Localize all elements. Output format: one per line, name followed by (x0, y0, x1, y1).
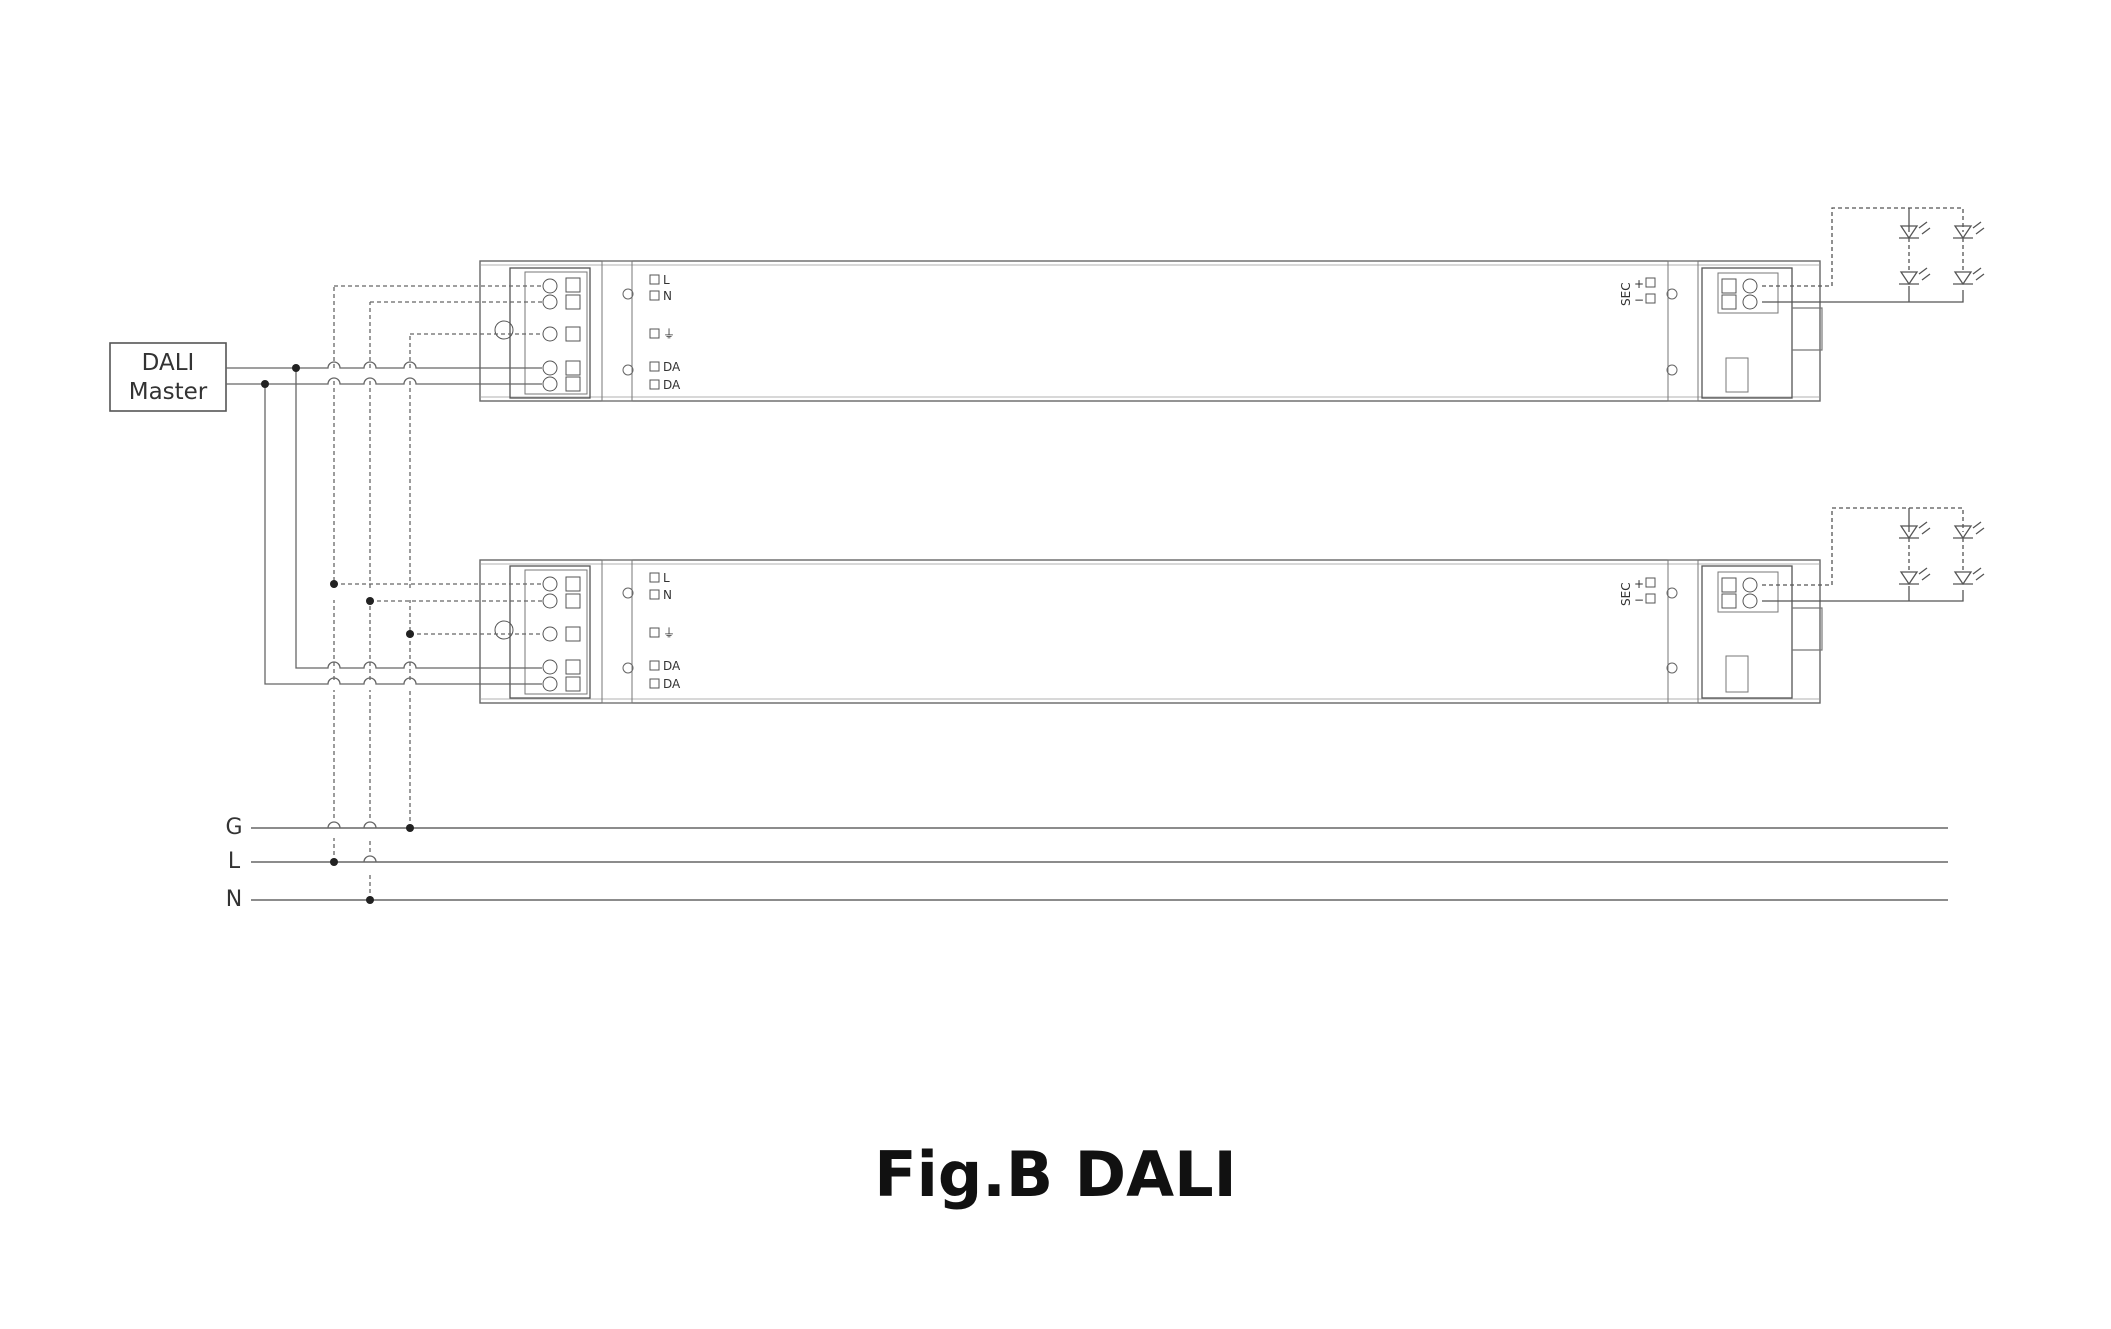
terminal-label-ground: ⏚ (663, 626, 675, 640)
input-terminal-block (494, 565, 591, 699)
output-label-plus: + (1634, 577, 1644, 591)
terminal-label-ground: ⏚ (663, 327, 675, 341)
sec-label: SEC (1619, 582, 1633, 606)
sec-label: SEC (1619, 282, 1633, 306)
output-label-minus: − (1634, 293, 1644, 307)
mains-label-n: N (226, 887, 242, 912)
terminal-label-l: L (663, 273, 670, 287)
input-terminal-labels: L N ⏚ DA DA (649, 273, 681, 392)
output-label-plus: + (1634, 277, 1644, 291)
terminal-label-da2: DA (663, 378, 681, 392)
input-terminal-block (494, 267, 591, 399)
output-terminal-labels: SEC + − (1619, 277, 1656, 307)
dali-master-line1: DALI (142, 350, 195, 376)
led-driver-2: L N ⏚ DA DA SEC + − (479, 559, 1823, 704)
mains-lines: G L N (225, 815, 1948, 912)
junction-dots (261, 364, 414, 904)
input-terminal-labels: L N ⏚ DA DA (649, 571, 681, 691)
terminal-label-l: L (663, 571, 670, 585)
led-load-2 (1762, 507, 1985, 602)
dali-master-line2: Master (129, 379, 208, 405)
terminal-label-da2: DA (663, 677, 681, 691)
led-driver-1: L N ⏚ DA DA SEC + − (479, 260, 1823, 402)
dali-master: DALI Master (109, 342, 227, 412)
output-terminal-labels: SEC + − (1619, 577, 1656, 607)
mains-label-l: L (228, 849, 241, 874)
led-load-1 (1762, 207, 1985, 303)
wiring (226, 285, 542, 900)
terminal-label-n: N (663, 588, 672, 602)
terminal-label-da1: DA (663, 360, 681, 374)
mains-label-g: G (225, 815, 242, 840)
figure-caption: Fig.B DALI (874, 1138, 1237, 1211)
output-terminal-block (1701, 565, 1793, 699)
terminal-label-n: N (663, 289, 672, 303)
output-label-minus: − (1634, 593, 1644, 607)
output-terminal-block (1701, 267, 1793, 399)
terminal-label-da1: DA (663, 659, 681, 673)
